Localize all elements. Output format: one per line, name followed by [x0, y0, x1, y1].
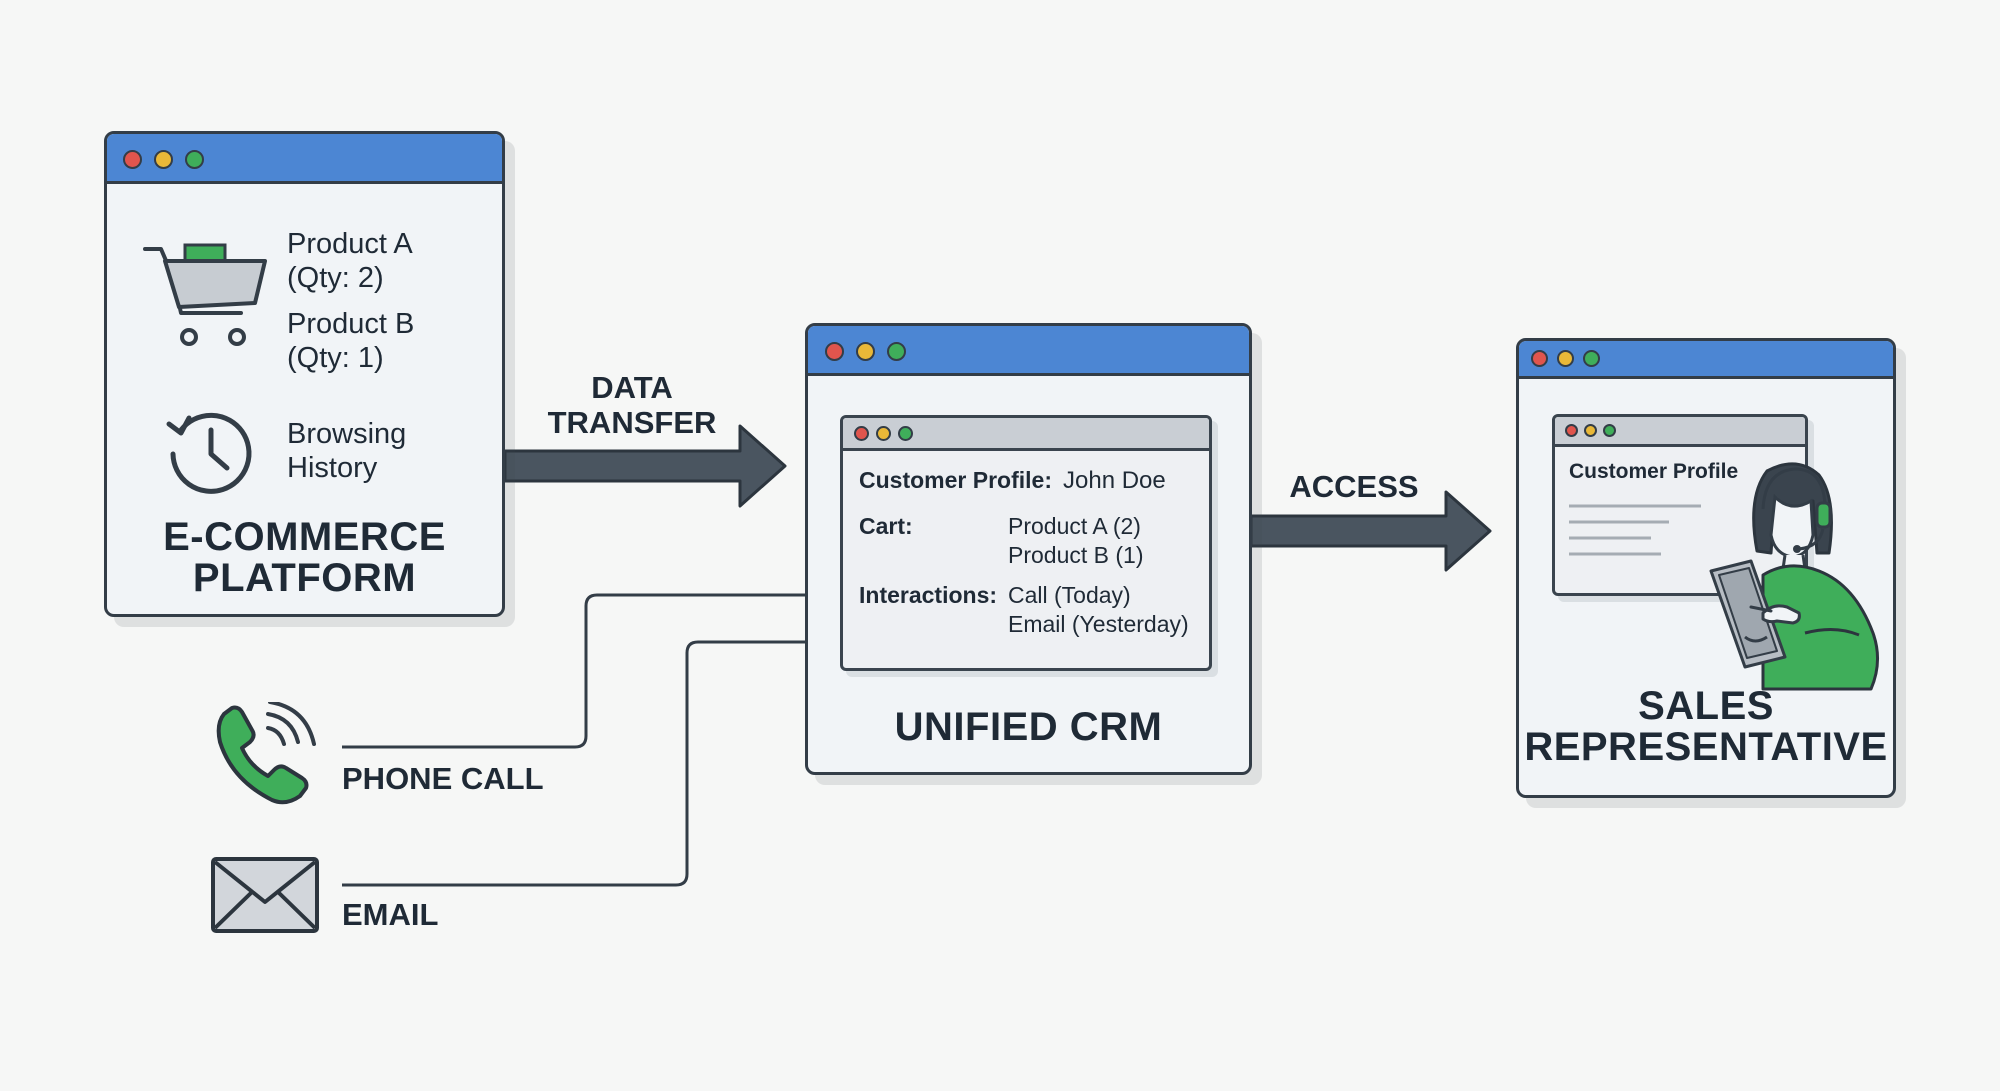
screen-title: Customer Profile: [1569, 460, 1739, 483]
close-dot: [1531, 350, 1548, 367]
maximize-dot: [185, 150, 204, 169]
data-transfer-label-1: DATA: [591, 370, 673, 405]
close-dot: [825, 342, 844, 361]
close-dot: [854, 426, 869, 441]
cart-value-2: Product B (1): [1008, 542, 1144, 568]
email-connector-line: [342, 640, 808, 887]
cart-item-a-name: Product A: [287, 228, 413, 260]
phone-icon: [216, 702, 316, 805]
browsing-history-label-2: History: [287, 452, 378, 484]
cart-value-1: Product A (2): [1008, 513, 1141, 539]
interactions-value-2: Email (Yesterday): [1008, 611, 1189, 637]
close-dot: [1565, 424, 1578, 437]
email-label: EMAIL: [342, 897, 439, 932]
envelope-icon: [211, 857, 319, 933]
customer-profile-panel: Customer Profile: John Doe Cart: Product…: [840, 415, 1212, 671]
crm-titlebar: [808, 326, 1249, 376]
sales-rep-icon: [1709, 462, 1879, 691]
interactions-value-1: Call (Today): [1008, 582, 1131, 608]
cart-item-b-name: Product B: [287, 308, 415, 340]
access-label: ACCESS: [1289, 469, 1419, 504]
sales-representative-window: Customer Profile SALES REPRESENTAT: [1516, 338, 1896, 798]
interactions-label: Interactions:: [859, 582, 998, 608]
ecommerce-title-line-2: PLATFORM: [192, 556, 417, 600]
history-clock-icon: [166, 412, 252, 494]
maximize-dot: [887, 342, 906, 361]
minimize-dot: [876, 426, 891, 441]
access-arrow: [1249, 490, 1492, 572]
ecommerce-title-line-1: E-COMMERCE: [163, 515, 446, 559]
browsing-history-label-1: Browsing: [287, 418, 407, 450]
ecommerce-titlebar: [107, 134, 502, 184]
unified-crm-window: Customer Profile: John Doe Cart: Product…: [805, 323, 1252, 775]
maximize-dot: [1583, 350, 1600, 367]
placeholder-lines: [1569, 504, 1701, 556]
minimize-dot: [154, 150, 173, 169]
sales-title-line-1: SALES: [1638, 684, 1774, 728]
customer-profile-label: Customer Profile:: [859, 467, 1052, 493]
screen-titlebar: [1555, 417, 1805, 447]
close-dot: [123, 150, 142, 169]
ecommerce-platform-window: Product A (Qty: 2) Product B (Qty: 1) Br…: [104, 131, 505, 617]
sales-title-line-2: REPRESENTATIVE: [1524, 725, 1888, 769]
maximize-dot: [1603, 424, 1616, 437]
maximize-dot: [898, 426, 913, 441]
sales-titlebar: [1519, 341, 1893, 379]
cart-item-a-qty: (Qty: 2): [287, 262, 384, 294]
phone-call-label: PHONE CALL: [342, 761, 544, 796]
minimize-dot: [856, 342, 875, 361]
cart-item-b-qty: (Qty: 1): [287, 342, 384, 374]
shopping-cart-icon: [143, 243, 267, 346]
cart-label: Cart:: [859, 513, 913, 539]
profile-panel-titlebar: [843, 418, 1209, 451]
phone-connector-line: [342, 593, 808, 749]
minimize-dot: [1557, 350, 1574, 367]
data-transfer-label-2: TRANSFER: [547, 405, 717, 440]
data-transfer-arrow: [503, 424, 787, 508]
minimize-dot: [1584, 424, 1597, 437]
unified-crm-title: UNIFIED CRM: [894, 705, 1163, 749]
customer-profile-name: John Doe: [1063, 467, 1166, 494]
